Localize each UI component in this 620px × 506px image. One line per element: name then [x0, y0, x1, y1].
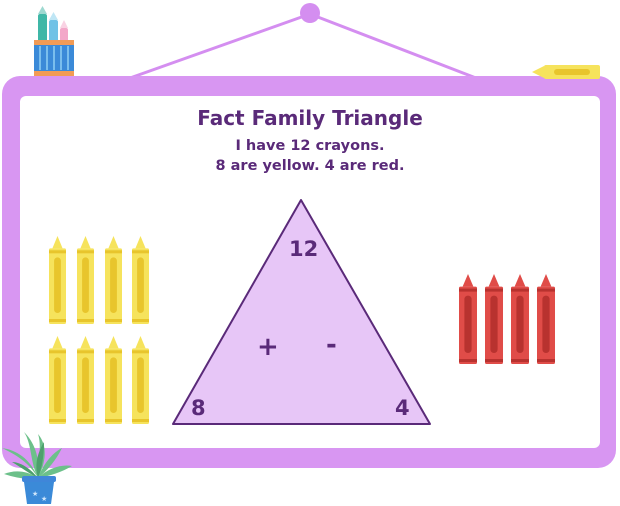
yellow-crayon-icon	[77, 236, 94, 324]
triangle-bottom-right-number: 4	[395, 396, 410, 420]
red-crayon-icon	[485, 274, 503, 364]
red-crayon-icon	[459, 274, 477, 364]
hanging-pin-icon	[300, 3, 320, 23]
yellow-crayon-icon	[49, 336, 66, 424]
red-crayon-icon	[511, 274, 529, 364]
yellow-crayon-icon	[132, 236, 149, 324]
yellow-crayon-icon	[132, 336, 149, 424]
story-line-2: 8 are yellow. 4 are red.	[215, 158, 405, 174]
svg-text:★: ★	[41, 495, 47, 503]
page-title: Fact Family Triangle	[197, 106, 423, 130]
triangle-bottom-left-number: 8	[191, 396, 206, 420]
triangle-top-number: 12	[289, 237, 319, 261]
yellow-crayon-icon	[105, 336, 122, 424]
yellow-crayon-icon	[77, 336, 94, 424]
story-line-1: I have 12 crayons.	[235, 138, 385, 154]
plus-sign: +	[257, 332, 279, 362]
red-crayon-icon	[537, 274, 555, 364]
yellow-crayon-icon	[105, 236, 122, 324]
svg-text:★: ★	[32, 490, 38, 498]
yellow-crayon-icon	[49, 236, 66, 324]
minus-sign: -	[326, 330, 337, 360]
